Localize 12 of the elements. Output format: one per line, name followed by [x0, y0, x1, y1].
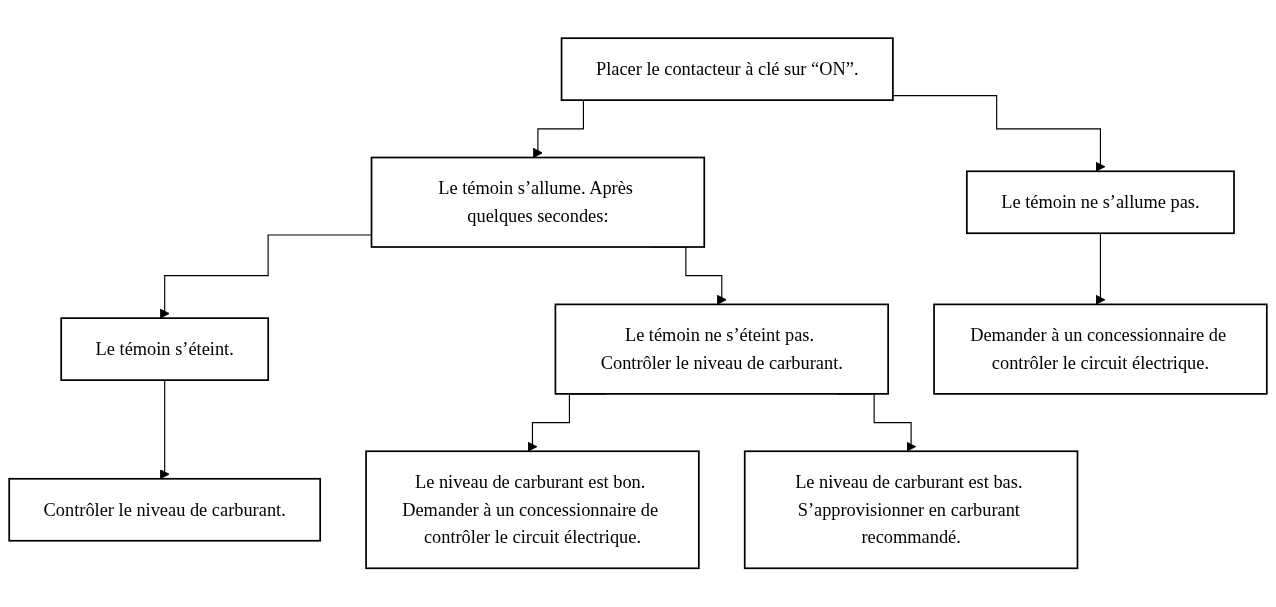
arrow — [159, 379, 170, 480]
node-box: Le témoin s’allume. Après quelques secondes: — [370, 156, 706, 249]
node-box: Le niveau de carburant est bon. Demander à un concessionnaire de contrôler le circuit électrique. — [365, 450, 700, 570]
arrow — [1095, 232, 1106, 306]
arrow — [892, 95, 1106, 172]
node-box: Placer le contacteur à clé sur “ON”. — [560, 37, 894, 102]
node-box: Demander à un concessionnaire de contrôler le circuit électrique. — [933, 303, 1268, 395]
node-box: Le témoin s’éteint. — [60, 317, 270, 382]
node-box: Contrôler le niveau de carburant. — [8, 478, 322, 542]
node-box: Le témoin ne s’éteint pas. Contrôler le niveau de carburant. — [554, 303, 889, 395]
node-box: Le niveau de carburant est bas. S’approvisionner en carburant recommandé. — [743, 450, 1079, 570]
node-box: Le témoin ne s’allume pas. — [966, 170, 1235, 235]
